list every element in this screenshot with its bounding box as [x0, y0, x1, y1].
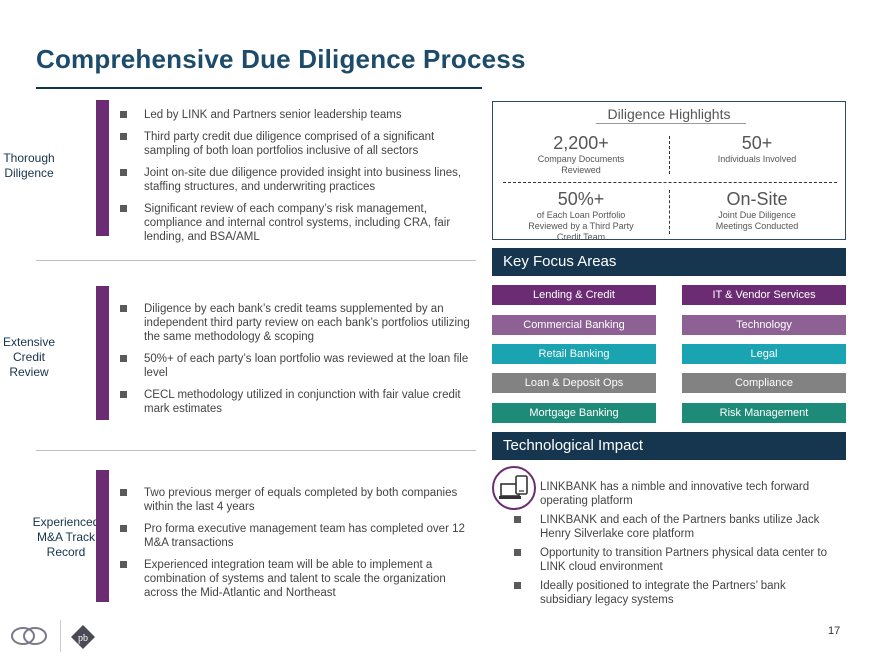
focus-tag: Retail Banking: [492, 344, 656, 364]
vertical-divider: [669, 190, 670, 234]
highlight-loan-portfolio: 50%+ of Each Loan Portfolio Reviewed by …: [495, 188, 667, 243]
tech-bullet-list: LINKBANK has a nimble and innovative tec…: [514, 480, 834, 612]
page-number: 17: [828, 625, 841, 637]
focus-tag: Compliance: [682, 373, 846, 393]
highlights-heading: Diligence Highlights: [607, 106, 731, 122]
highlight-value: 50+: [741, 133, 773, 153]
logo-text: pb: [78, 633, 88, 644]
bullet-list: Diligence by each bank’s credit teams su…: [120, 302, 470, 424]
heading-underline: [596, 123, 746, 124]
section-label: Thorough Diligence: [3, 151, 55, 180]
list-item: CECL methodology utilized in conjunction…: [120, 388, 470, 416]
link-logo-icon: [10, 626, 48, 651]
list-item: Experienced integration team will be abl…: [120, 558, 470, 600]
focus-tag: Lending & Credit: [492, 285, 656, 305]
key-focus-heading: Key Focus Areas: [492, 248, 846, 276]
focus-tag: Commercial Banking: [492, 315, 656, 335]
section-accent-bar: [96, 100, 109, 236]
focus-tag: Risk Management: [682, 403, 846, 423]
horizontal-divider: [503, 182, 837, 183]
partners-logo-icon: pb: [70, 624, 96, 650]
section-divider: [36, 450, 476, 451]
title-underline: [36, 87, 482, 89]
highlight-documents: 2,200+ Company Documents Reviewed: [495, 132, 667, 176]
list-item: 50%+ of each party’s loan portfolio was …: [120, 352, 470, 380]
list-item: Pro forma executive management team has …: [120, 522, 470, 550]
list-item: Joint on-site due diligence provided ins…: [120, 166, 470, 194]
highlight-on-site: On-Site Joint Due Diligence Meetings Con…: [671, 188, 843, 232]
page-title: Comprehensive Due Diligence Process: [36, 44, 526, 74]
logo-separator: [60, 620, 61, 652]
focus-tag: Legal: [682, 344, 846, 364]
bullet-list: Two previous merger of equals completed …: [120, 486, 470, 608]
list-item: Third party credit due diligence compris…: [120, 130, 470, 158]
vertical-divider: [669, 136, 670, 174]
focus-tag: IT & Vendor Services: [682, 285, 846, 305]
highlight-value: 50%+: [557, 189, 605, 209]
list-item: Two previous merger of equals completed …: [120, 486, 470, 514]
section-accent-bar: [96, 286, 109, 420]
list-item: LINKBANK has a nimble and innovative tec…: [540, 481, 810, 507]
computer-phone-icon: [492, 466, 536, 510]
highlight-individuals: 50+ Individuals Involved: [671, 132, 843, 165]
list-item: Opportunity to transition Partners physi…: [514, 546, 834, 574]
diligence-highlights-box: Diligence Highlights 2,200+ Company Docu…: [492, 101, 846, 243]
section-label: Extensive Credit Review: [2, 335, 56, 379]
section-label: Experienced M&A Track Record: [32, 515, 100, 559]
focus-tag: Mortgage Banking: [492, 403, 656, 423]
highlight-value: 2,200+: [553, 133, 609, 153]
list-item: Led by LINK and Partners senior leadersh…: [120, 108, 470, 122]
tech-impact-heading: Technological Impact: [492, 432, 846, 460]
focus-tag: Technology: [682, 315, 846, 335]
focus-tag: Loan & Deposit Ops: [492, 373, 656, 393]
list-item: LINKBANK and each of the Partners banks …: [514, 513, 834, 541]
section-divider: [36, 260, 476, 261]
section-accent-bar: [96, 470, 109, 602]
list-item: Significant review of each company’s ris…: [120, 202, 470, 244]
list-item: Diligence by each bank’s credit teams su…: [120, 302, 470, 344]
list-item: Ideally positioned to integrate the Part…: [514, 579, 834, 607]
bullet-list: Led by LINK and Partners senior leadersh…: [120, 108, 470, 252]
highlight-value: On-Site: [726, 189, 788, 209]
